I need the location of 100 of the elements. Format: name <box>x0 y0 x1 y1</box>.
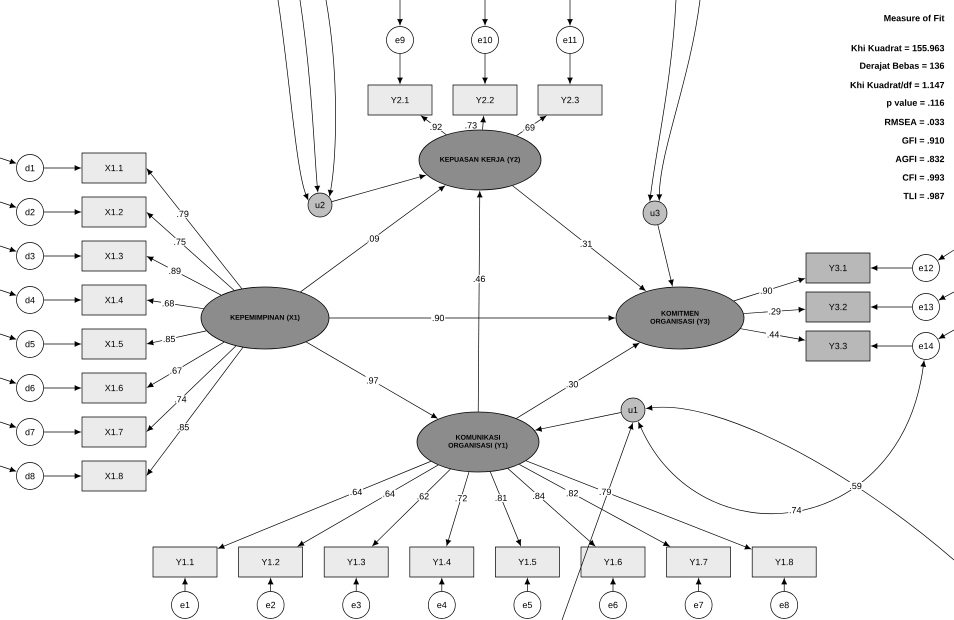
fit-statistic: TLI = .987 <box>903 192 944 200</box>
indicator-box: Y2.3 <box>538 84 602 116</box>
indicator-box: Y3.2 <box>806 292 870 322</box>
arrow <box>218 461 432 549</box>
arrow <box>44 297 81 303</box>
arrow <box>567 0 573 26</box>
arrow <box>658 224 674 286</box>
arrow <box>146 212 234 291</box>
edge-label: .62 <box>416 492 430 500</box>
arrow <box>147 298 204 309</box>
edge-label: .46 <box>472 274 486 283</box>
arrow <box>524 578 530 592</box>
edge-label: .85 <box>176 423 190 432</box>
arrow <box>871 265 912 271</box>
indicator-box: X1.8 <box>82 460 146 492</box>
arrow <box>397 0 403 26</box>
arrow <box>44 385 81 391</box>
arrow <box>562 423 634 620</box>
edge-label: .31 <box>579 240 594 248</box>
fit-statistic: GFI = .910 <box>902 137 944 144</box>
fit-statistic: RMSEA = .033 <box>885 118 944 126</box>
arrow <box>0 246 16 252</box>
arrow <box>567 54 573 84</box>
arrow <box>329 315 615 321</box>
fit-statistic: Derajat Bebas = 136 <box>860 62 944 71</box>
arrow <box>782 578 787 592</box>
indicator-box: X1.5 <box>82 328 146 360</box>
arrow <box>182 578 188 592</box>
edge-label: .64 <box>382 490 396 498</box>
arrow <box>44 209 81 215</box>
indicator-box: X1.6 <box>82 372 146 404</box>
arrow <box>516 116 546 136</box>
indicator-box: X1.7 <box>82 416 146 448</box>
indicator-box: Y1.3 <box>324 546 389 578</box>
indicator-box: Y3.3 <box>806 330 870 362</box>
edge-label: .67 <box>168 366 183 375</box>
arrow <box>871 304 912 310</box>
edge-label: .85 <box>162 335 176 343</box>
arrow <box>146 346 236 432</box>
arrow <box>871 343 912 349</box>
arrow <box>0 422 16 428</box>
arrow <box>526 460 752 550</box>
indicator-box: X1.4 <box>82 284 146 316</box>
edge-label: .72 <box>454 494 468 502</box>
indicator-box: Y1.8 <box>752 546 817 578</box>
arrow <box>278 0 308 200</box>
arrow <box>516 342 640 419</box>
indicator-box: X1.3 <box>82 240 146 272</box>
arrow <box>421 116 447 135</box>
edge-label: .69 <box>522 124 536 132</box>
edge-label: .81 <box>494 494 508 502</box>
arrow <box>306 342 438 419</box>
edge-label: .74 <box>173 395 188 404</box>
arrow <box>0 466 16 472</box>
arrow <box>147 342 224 388</box>
arrow <box>508 468 596 546</box>
edge-label: .73 <box>464 121 478 130</box>
edge-label: .92 <box>428 122 443 131</box>
indicator-box: X1.2 <box>82 196 146 228</box>
arrow <box>482 54 488 84</box>
arrow <box>740 328 805 342</box>
edge-label: .09 <box>366 234 380 242</box>
edge-label: .29 <box>768 307 782 316</box>
edge-label: .68 <box>161 299 176 308</box>
indicator-box: Y2.2 <box>452 84 518 116</box>
arrow <box>938 292 954 300</box>
fit-statistic: Khi Kuadrat = 155.963 <box>852 44 944 52</box>
fit-statistic: AGFI = .832 <box>896 156 944 162</box>
edge-label: .90 <box>759 286 774 295</box>
double-headed-arrow <box>638 360 926 514</box>
arrow <box>0 378 16 384</box>
arrow <box>734 278 805 302</box>
arrow <box>147 256 222 296</box>
indicator-box: Y1.6 <box>580 546 646 578</box>
arrow <box>482 0 488 26</box>
arrow <box>938 330 954 339</box>
edge-label: .89 <box>168 266 182 275</box>
arrow <box>648 0 676 201</box>
arrow <box>938 250 954 260</box>
edge-label: .30 <box>565 380 580 388</box>
edge-label: .75 <box>172 238 187 246</box>
arrow <box>44 429 81 435</box>
edge-label: .84 <box>532 492 546 500</box>
arrow <box>298 464 438 546</box>
arrow <box>536 412 622 432</box>
arrow <box>610 578 616 592</box>
edge-label: .44 <box>766 330 780 338</box>
edge-label: .59 <box>848 482 863 490</box>
arrow <box>656 0 700 200</box>
fit-statistic: CFI = .993 <box>902 174 944 181</box>
edge-label: .82 <box>565 489 580 498</box>
arrow <box>0 202 16 208</box>
indicator-box: Y3.1 <box>806 252 870 284</box>
arrow <box>397 54 403 84</box>
edge-label: .74 <box>788 506 802 514</box>
edge-label: .97 <box>365 376 380 384</box>
arrow <box>146 347 244 476</box>
arrow <box>300 186 446 292</box>
arrow <box>439 578 444 592</box>
arrow <box>268 578 274 592</box>
